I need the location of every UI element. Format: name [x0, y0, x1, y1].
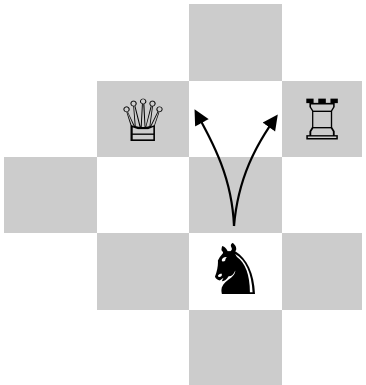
rook-icon: ♖: [297, 89, 347, 154]
square-dark: [189, 4, 282, 81]
square-light: [189, 81, 282, 157]
square-light: [97, 157, 189, 233]
square-dark: [189, 310, 282, 385]
square-dark: [282, 233, 362, 310]
knight-icon: ♞: [204, 229, 267, 311]
square-dark: [97, 233, 189, 310]
queen-icon: ♕: [117, 87, 169, 155]
square-dark: [4, 157, 97, 233]
